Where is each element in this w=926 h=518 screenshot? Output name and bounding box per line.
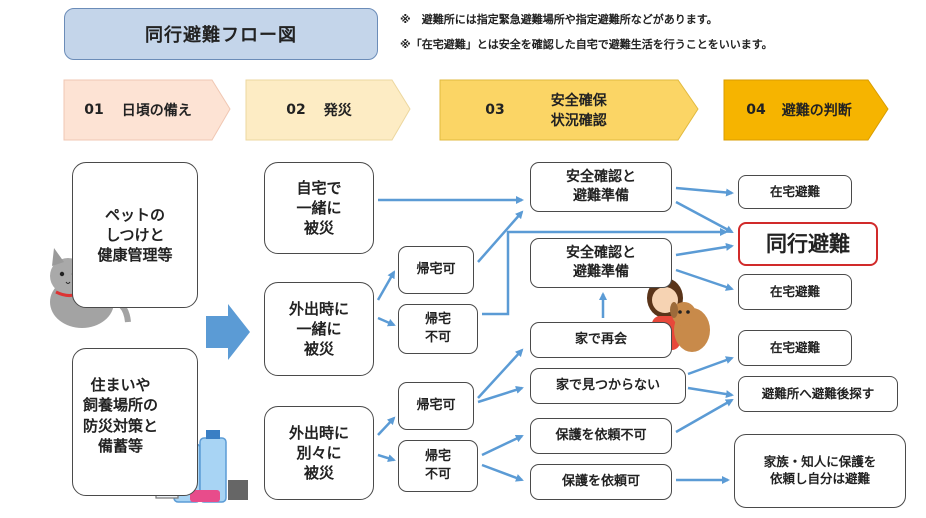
page-title: 同行避難フロー図 <box>64 8 378 60</box>
return-ok-b: 帰宅可 <box>398 382 474 430</box>
stage-02-label: 発災 <box>323 103 352 119</box>
stage-04-number: 04 <box>746 102 766 118</box>
stage-01-number: 01 <box>84 102 104 118</box>
confirm-box-2: 安全確認と 避難準備 <box>530 238 672 288</box>
stage-04-label: 避難の判断 <box>781 103 852 119</box>
accompanied-evacuation-box: 同行避難 <box>738 222 878 266</box>
stay-home-box-1: 在宅避難 <box>738 175 852 209</box>
stage1-chevron <box>63 79 231 141</box>
stage-03-label: 安全確保 状況確認 <box>550 93 607 129</box>
protect-yes-box: 保護を依頼可 <box>530 464 672 500</box>
note-stay-home: ※「在宅避難」とは安全を確認した自宅で避難生活を行うことをいいます。 <box>400 38 773 51</box>
search-after-shelter-box: 避難所へ避難後探す <box>738 376 898 412</box>
return-ng-a: 帰宅 不可 <box>398 304 478 354</box>
confirm-box-1: 安全確認と 避難準備 <box>530 162 672 212</box>
pet-care-box: ペットの しつけと 健康管理等 <box>72 162 198 308</box>
out-apart-box: 外出時に 別々に 被災 <box>264 406 374 500</box>
stage-04: 04 避難の判断 <box>724 80 874 140</box>
stay-home-box-2: 在宅避難 <box>738 274 852 310</box>
stage3-chevron <box>439 79 699 141</box>
prep-to-disaster-arrow <box>206 304 250 360</box>
protect-no-box: 保護を依頼不可 <box>530 418 672 454</box>
stage-01-label: 日頃の備え <box>121 103 192 119</box>
home-prep-box: 住まいや 飼養場所の 防災対策と 備蓄等 <box>72 348 198 496</box>
return-ok-a: 帰宅可 <box>398 246 474 294</box>
stage4-chevron <box>723 79 889 141</box>
reunite-box: 家で再会 <box>530 322 672 358</box>
stay-home-box-3: 在宅避難 <box>738 330 852 366</box>
at-home-box: 自宅で 一緒に 被災 <box>264 162 374 254</box>
return-ng-b: 帰宅 不可 <box>398 440 478 492</box>
stage-01: 01 日頃の備え <box>64 80 212 140</box>
out-together-box: 外出時に 一緒に 被災 <box>264 282 374 376</box>
entrust-box: 家族・知人に保護を 依頼し自分は避難 <box>734 434 906 508</box>
stage-02-number: 02 <box>286 102 306 118</box>
note-shelter: ※ 避難所には指定緊急避難場所や指定避難所などがあります。 <box>400 13 718 26</box>
stage-03: 03 安全確保 状況確認 <box>450 80 678 140</box>
stage-03-number: 03 <box>485 102 505 118</box>
stage2-chevron <box>245 79 411 141</box>
not-found-box: 家で見つからない <box>530 368 686 404</box>
stage-02: 02 発災 <box>246 80 392 140</box>
